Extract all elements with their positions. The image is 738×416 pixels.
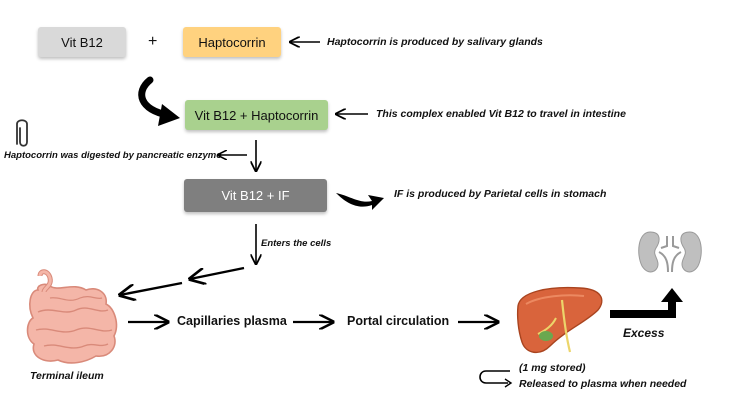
excess-arrow xyxy=(610,288,683,318)
enters-cells-note: Enters the cells xyxy=(261,238,332,249)
intestine-icon xyxy=(26,269,118,364)
paperclip-icon xyxy=(16,119,28,147)
kidney-icon xyxy=(638,231,702,273)
complex-role-note: This complex enabled Vit B12 to travel i… xyxy=(376,108,626,120)
curved-arrow-icon xyxy=(138,76,180,126)
return-arrow-icon xyxy=(479,370,513,388)
haptocorrin-box: Haptocorrin xyxy=(183,27,281,57)
excess-label: Excess xyxy=(623,326,665,340)
complex-box: Vit B12 + Haptocorrin xyxy=(185,100,328,130)
portal-label: Portal circulation xyxy=(347,314,450,328)
complex-label: Vit B12 + Haptocorrin xyxy=(194,107,319,123)
arrow-cells-2 xyxy=(120,281,183,295)
released-note: Released to plasma when needed xyxy=(519,378,687,390)
arrow-cells-1 xyxy=(190,266,245,279)
terminal-ileum-label: Terminal ileum xyxy=(30,370,104,382)
vitb12-label: Vit B12 xyxy=(61,34,103,50)
pancreatic-note: Haptocorrin was digested by pancreatic e… xyxy=(4,150,222,161)
vitb12-if-label: Vit B12 + IF xyxy=(221,188,290,203)
haptocorrin-label: Haptocorrin xyxy=(198,34,266,50)
if-source-note: IF is produced by Parietal cells in stom… xyxy=(394,188,607,200)
haptocorrin-source-note: Haptocorrin is produced by salivary glan… xyxy=(327,36,543,48)
stored-note: (1 mg stored) xyxy=(519,362,586,374)
plus-sign: + xyxy=(148,33,158,50)
liver-icon xyxy=(516,286,603,353)
vitb12-box: Vit B12 xyxy=(38,27,126,57)
vitb12-if-box: Vit B12 + IF xyxy=(184,179,327,212)
capillaries-label: Capillaries plasma xyxy=(177,314,287,328)
swoosh-arrow-icon xyxy=(336,193,384,210)
